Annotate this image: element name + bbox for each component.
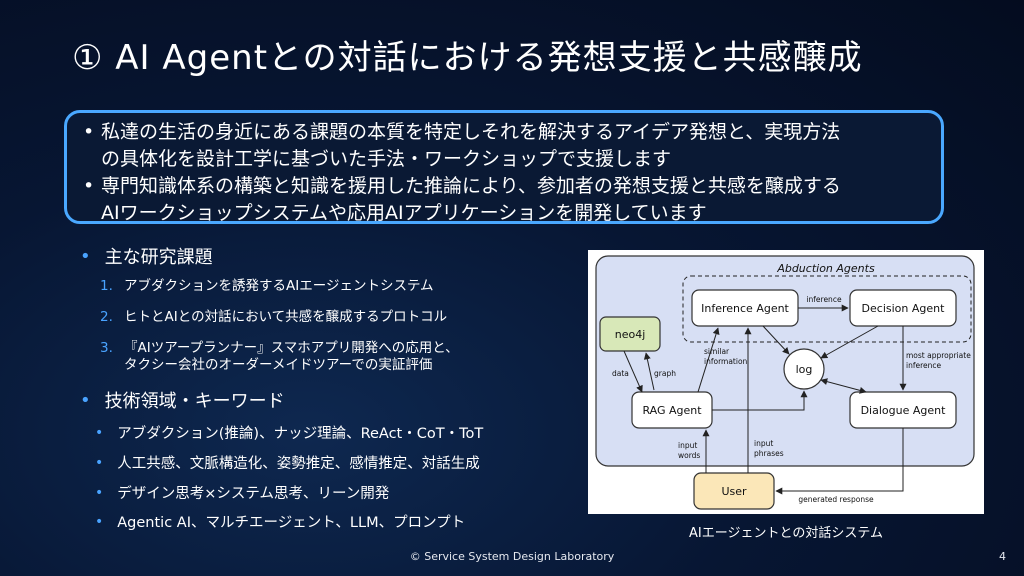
edge-decision-to-log: [820, 325, 879, 359]
edge-label-most-2: inference: [906, 361, 942, 370]
research-item-number: 2.: [100, 309, 113, 325]
slide-title: ① AI Agentとの対話における発想支援と共感醸成: [72, 38, 863, 78]
research-heading-text: 主な研究課題: [104, 247, 213, 268]
summary-text-1: 私達の生活の身近にある課題の本質を特定しそれを解決するアイデア発想と、実現方法: [101, 121, 841, 143]
edge-label-similar-1: similar: [704, 347, 730, 356]
summary-text-2-cont: AIワークショップシステムや応用AIアプリケーションを開発しています: [101, 202, 707, 224]
user-node: [693, 472, 775, 510]
edge-label-similar-2: information: [704, 357, 748, 366]
neo4j-label: neo4j: [615, 328, 646, 341]
log-node: [783, 348, 825, 390]
edge-label-data: data: [612, 369, 629, 378]
system-diagram: Abduction Agents Inference Agent Decisio…: [588, 250, 984, 514]
keyword-item: • アブダクション(推論)、ナッジ理論、ReAct・CoT・ToT: [95, 422, 483, 443]
edge-label-generated: generated response: [798, 495, 874, 504]
edge-neo4j-to-rag: [623, 350, 643, 393]
bullet: •: [95, 454, 104, 471]
keyword-text: 人工共感、文脈構造化、姿勢推定、感情推定、対話生成: [117, 456, 480, 472]
research-heading: • 主な研究課題: [80, 243, 213, 269]
keyword-item: • デザイン思考×システム思考、リーン開発: [95, 482, 389, 503]
dialogue-agent-label: Dialogue Agent: [861, 404, 947, 417]
edge-dialogue-to-user: [775, 428, 904, 495]
edge-log-dialogue: [820, 378, 867, 394]
rag-agent-label: RAG Agent: [642, 404, 702, 417]
neo4j-node: [599, 316, 661, 352]
research-item-text: アブダクションを誘発するAIエージェントシステム: [124, 278, 434, 294]
page-number: 4: [999, 550, 1006, 563]
user-label: User: [721, 485, 747, 498]
edge-rag-to-log: [712, 390, 808, 411]
summary-line-2: • 専門知識体系の構築と知識を援用した推論により、参加者の発想支援と共感を醸成す…: [83, 173, 931, 200]
edge-label-most-1: most appropriate: [906, 351, 971, 360]
research-item-text: 『AIツアープランナー』スマホアプリ開発への応用と、 タクシー会社のオーダーメイ…: [124, 340, 459, 374]
log-label: log: [796, 363, 813, 376]
edge-rag-to-inference: [697, 327, 720, 393]
bullet: •: [83, 175, 95, 197]
inference-agent-label: Inference Agent: [701, 302, 789, 315]
summary-text-2: 専門知識体系の構築と知識を援用した推論により、参加者の発想支援と共感を醸成する: [101, 175, 841, 197]
research-item-text-line1: 『AIツアープランナー』スマホアプリ開発への応用と、: [124, 340, 459, 356]
bullet: •: [80, 245, 91, 267]
research-item: 3. 『AIツアープランナー』スマホアプリ開発への応用と、 タクシー会社のオーダ…: [100, 340, 459, 374]
edge-label-input-phrases-2: phrases: [754, 449, 784, 458]
edge-inference-to-log: [762, 325, 790, 355]
research-item-text: ヒトとAIとの対話において共感を醸成するプロトコル: [124, 309, 448, 325]
edge-label-graph: graph: [654, 369, 676, 378]
research-item-number: 3.: [100, 340, 113, 356]
bullet: •: [95, 513, 104, 530]
footer-copyright: © Service System Design Laboratory: [409, 550, 615, 563]
bullet: •: [95, 424, 104, 441]
summary-line-1: • 私達の生活の身近にある課題の本質を特定しそれを解決するアイデア発想と、実現方…: [83, 119, 931, 146]
summary-box: • 私達の生活の身近にある課題の本質を特定しそれを解決するアイデア発想と、実現方…: [64, 110, 944, 224]
bullet: •: [83, 121, 95, 143]
abduction-group: [682, 275, 972, 343]
edge-rag-to-neo4j: [643, 352, 655, 391]
diagram-caption: AIエージェントとの対話システム: [689, 526, 883, 541]
bullet: •: [80, 389, 91, 411]
system-diagram-svg: Abduction Agents Inference Agent Decisio…: [595, 255, 975, 510]
research-item: 2. ヒトとAIとの対話において共感を醸成するプロトコル: [100, 309, 447, 326]
keywords-heading-text: 技術領域・キーワード: [104, 391, 285, 412]
research-item: 1. アブダクションを誘発するAIエージェントシステム: [100, 278, 434, 295]
keyword-text: アブダクション(推論)、ナッジ理論、ReAct・CoT・ToT: [117, 426, 484, 442]
keywords-heading: • 技術領域・キーワード: [80, 387, 285, 413]
keyword-item: • 人工共感、文脈構造化、姿勢推定、感情推定、対話生成: [95, 452, 480, 473]
bullet: •: [95, 484, 104, 501]
research-item-text-line2: タクシー会社のオーダーメイドツアーでの実証評価: [124, 357, 433, 373]
edge-label-inference: inference: [806, 295, 842, 304]
edge-label-input-words-1: input: [678, 441, 697, 450]
keyword-item: • Agentic AI、マルチエージェント、LLM、プロンプト: [95, 511, 465, 532]
edge-label-input-words-2: words: [678, 451, 700, 460]
edge-label-input-phrases-1: input: [754, 439, 773, 448]
keyword-text: Agentic AI、マルチエージェント、LLM、プロンプト: [117, 515, 466, 531]
keyword-text: デザイン思考×システム思考、リーン開発: [117, 486, 390, 502]
decision-agent-label: Decision Agent: [862, 302, 946, 315]
abduction-group-label: Abduction Agents: [776, 262, 875, 275]
summary-text-1-cont: の具体化を設計工学に基づいた手法・ワークショップで支援します: [101, 148, 672, 170]
research-item-number: 1.: [100, 278, 113, 294]
